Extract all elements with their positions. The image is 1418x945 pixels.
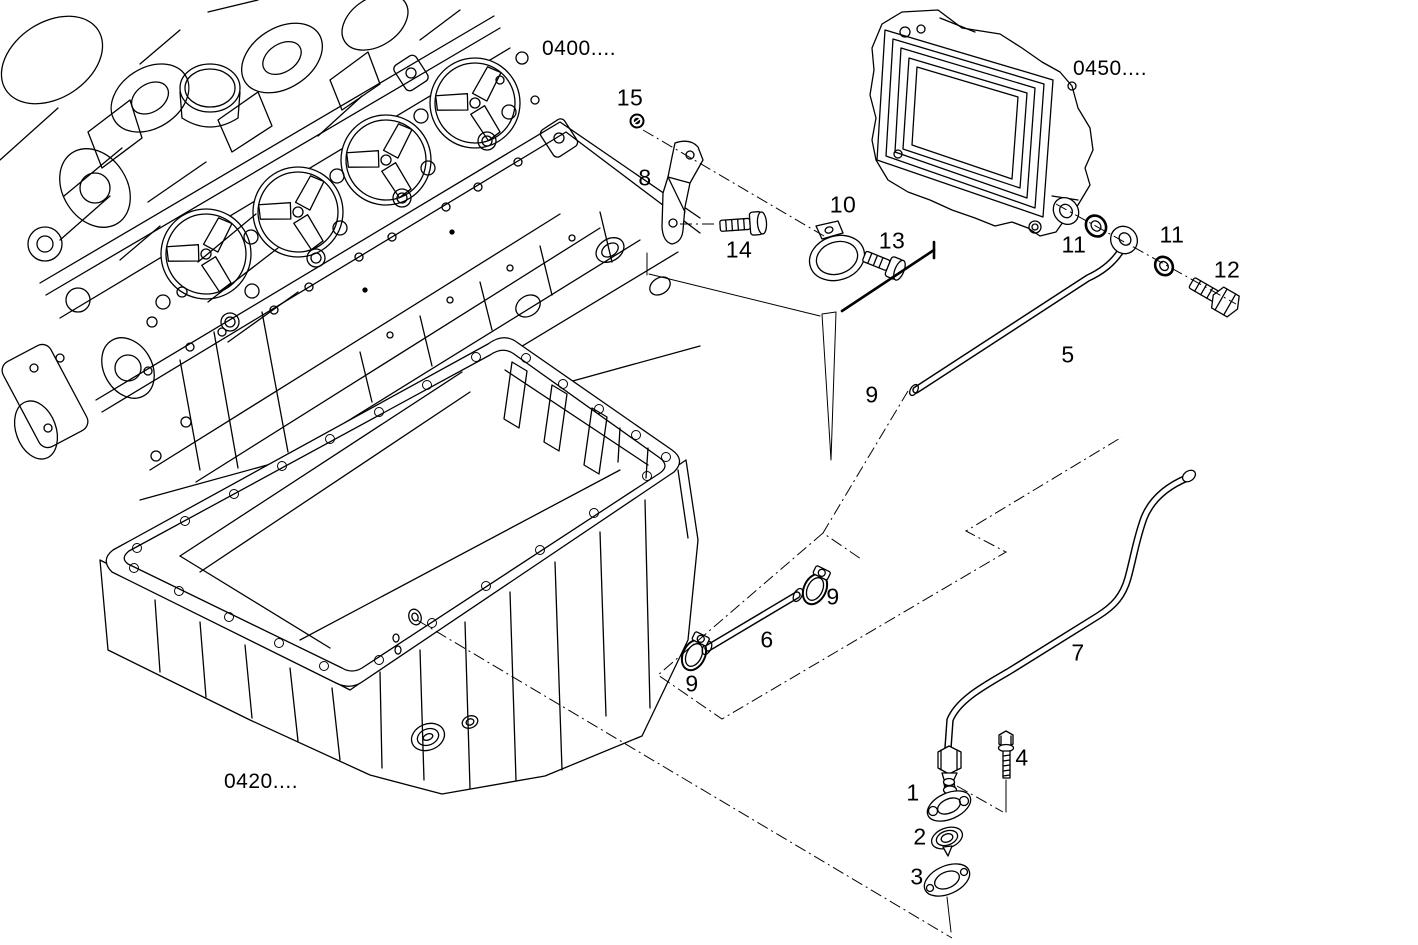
part-10-pipe-clamp <box>804 221 871 288</box>
part-label-8: 8 <box>638 164 652 191</box>
part-label-12: 12 <box>1213 256 1241 283</box>
part-2-seal-washer <box>929 823 966 856</box>
part-8-bracket <box>662 141 703 244</box>
part-label-9b: 9 <box>826 583 840 610</box>
part-15-nut <box>631 115 644 128</box>
part-11-seal-right <box>1150 252 1178 280</box>
part-5-oil-pipe <box>908 221 1143 397</box>
part-label-15: 15 <box>616 84 644 111</box>
oil-pan-drawing <box>100 338 698 794</box>
section-label-0450: 0450.... <box>1073 57 1148 80</box>
part-label-9c: 9 <box>685 670 699 697</box>
leader-lines <box>417 130 1236 938</box>
part-7-oil-tube <box>948 468 1198 748</box>
part-3-gasket <box>919 857 974 902</box>
part-6-hose <box>700 587 805 656</box>
part-label-3: 3 <box>910 863 924 890</box>
part-label-1: 1 <box>906 779 920 806</box>
part-label-2: 2 <box>913 823 927 850</box>
part-label-11a: 11 <box>1061 231 1087 258</box>
part-14-bolt <box>719 211 767 237</box>
part-1-flange-fitting <box>923 779 976 828</box>
part-label-4: 4 <box>1015 744 1029 771</box>
part-label-5: 5 <box>1061 341 1075 368</box>
part-label-9a: 9 <box>865 381 879 408</box>
part-label-6: 6 <box>760 626 774 653</box>
part-label-10: 10 <box>829 191 857 218</box>
section-label-0420: 0420.... <box>224 770 299 793</box>
part-label-11b: 11 <box>1159 221 1185 248</box>
part-label-13: 13 <box>878 227 906 254</box>
engine-block-drawing <box>0 0 700 500</box>
oil-cooler-drawing <box>870 10 1093 236</box>
section-label-0400: 0400.... <box>542 37 617 60</box>
part-label-7: 7 <box>1071 639 1085 666</box>
part-label-14: 14 <box>725 236 753 263</box>
part-4-bolt <box>999 731 1014 778</box>
